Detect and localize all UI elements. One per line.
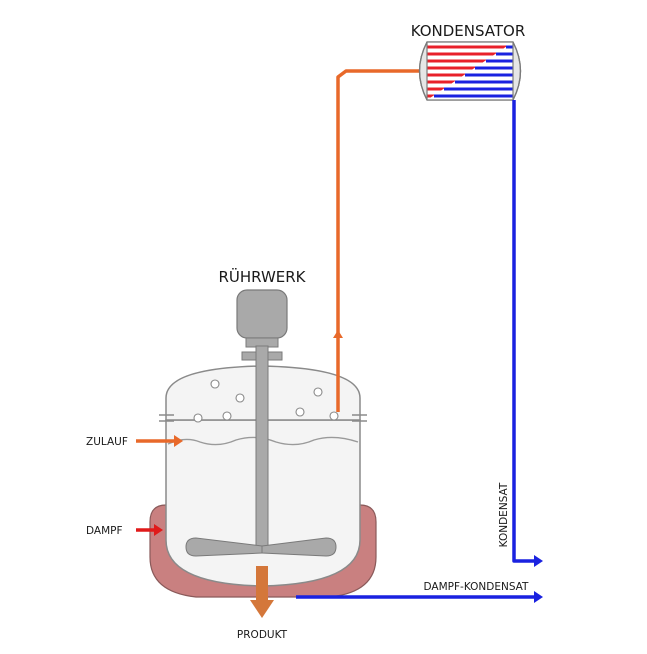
condenser-label: KONDENSATOR [411, 22, 526, 40]
vapor-line [336, 69, 420, 412]
bubble [235, 393, 245, 403]
feed-arrow [174, 435, 183, 447]
condenser-cold-tube-lines [434, 45, 513, 98]
bubble [193, 413, 203, 423]
product-outlet [256, 566, 268, 602]
feed-label: ZULAUF [86, 436, 128, 448]
bubble [210, 379, 220, 389]
condensate-arrow [534, 555, 543, 567]
agitator-shaft [255, 345, 269, 553]
steam-label: DAMPF [86, 525, 123, 537]
steam-condensate-label: DAMPF-KONDENSAT [424, 581, 530, 593]
agitator-motor [236, 289, 288, 339]
impeller-left-blade [185, 537, 263, 557]
vapor-flow-arrow-up [333, 330, 343, 338]
bubble [313, 387, 323, 397]
steam-condensate-arrow [534, 591, 543, 603]
vapor-bubbles [193, 379, 339, 423]
agitator-label: RÜHRWERK [218, 267, 306, 286]
bubble [329, 411, 339, 421]
impeller-right-blade [261, 537, 337, 557]
bubble [222, 411, 232, 421]
steam-arrow [154, 524, 163, 536]
product-arrow [250, 600, 274, 618]
condensate-line [512, 100, 536, 563]
condensate-label: KONDENSAT [498, 482, 510, 547]
condenser-cold-tubes [427, 42, 513, 100]
bubble [295, 407, 305, 417]
product-label: PRODUKT [237, 629, 288, 641]
